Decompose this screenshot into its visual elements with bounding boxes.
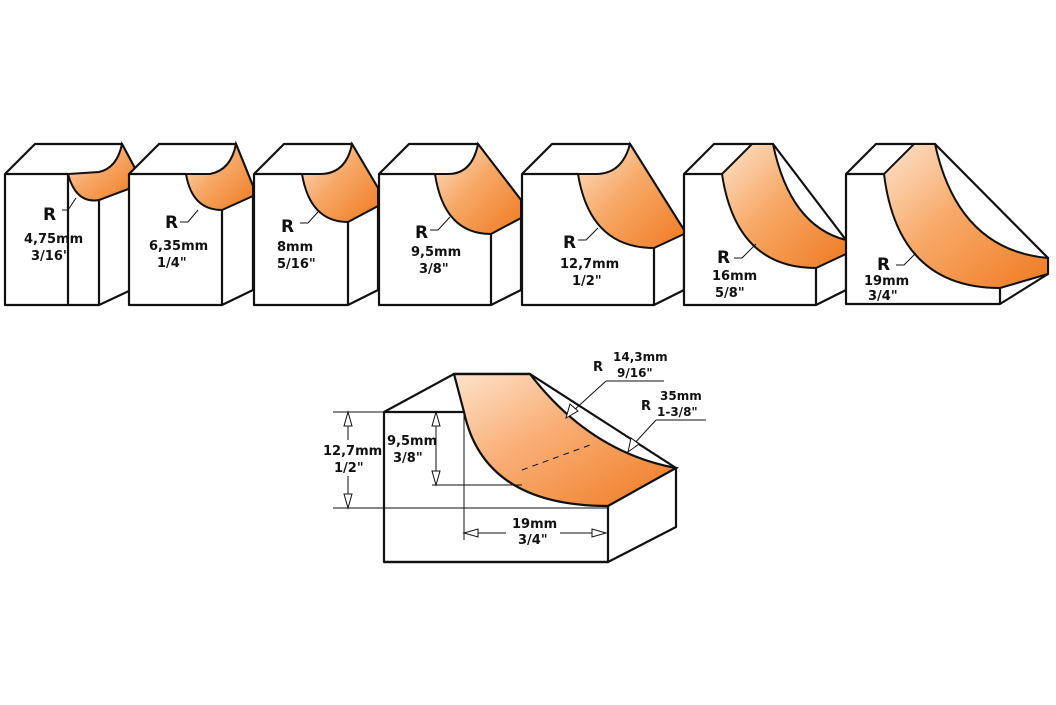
radius-upper-r: R [593, 360, 603, 375]
profile-4-leader [430, 216, 451, 231]
profile-7-mm-label: 19mm [864, 274, 909, 289]
profile-2-inch-label: 1/4" [157, 256, 187, 271]
profile-3-mm-label: 8mm [277, 240, 313, 255]
profile-2-leader [180, 209, 199, 223]
profile-6: R 16mm 5/8" [682, 142, 848, 307]
profile-4-inch-label: 3/8" [419, 262, 449, 277]
radius-upper-leader [571, 380, 664, 413]
dim-width-cut-mm: 19mm [512, 517, 557, 532]
dim-height-cut-arrow-bottom [431, 470, 441, 487]
profile-4-front-edge [379, 172, 493, 305]
radius-upper-mm: 14,3mm [613, 350, 668, 364]
profile-5-inch-label: 1/2" [572, 274, 602, 289]
profile-7: R 19mm 3/4" [844, 142, 1050, 306]
dim-width-cut-arrow-left [462, 528, 479, 538]
dim-height-cut-inch: 3/8" [393, 451, 423, 466]
radius-lower-r: R [641, 399, 651, 414]
dim-height-total-inch: 1/2" [334, 461, 364, 476]
profile-7-r-label: R [877, 255, 890, 275]
detail-cut-surface [452, 372, 680, 508]
profile-5-leader [578, 227, 599, 241]
profile-7-leader [896, 252, 917, 266]
dim-height-total-mm: 12,7mm [323, 444, 382, 459]
profile-3-inch-label: 5/16" [277, 257, 316, 272]
dim-width-cut-arrow-right [591, 528, 608, 538]
dim-height-cut-bg [386, 433, 432, 465]
dim-width-cut-inch: 3/4" [518, 533, 548, 548]
profile-2: R 6,35mm 1/4" [127, 140, 255, 307]
profile-1-mm-label: 4,75mm [24, 232, 83, 247]
dim-height-total-bg [322, 440, 378, 476]
profile-3-leader [300, 211, 319, 224]
radius-upper-inch: 9/16" [617, 366, 653, 380]
dim-height-cut-mm: 9,5mm [387, 434, 437, 449]
profile-4-r-label: R [415, 223, 428, 243]
profile-1-leader [62, 197, 77, 211]
profile-2-front-edge [129, 172, 224, 305]
radius-lower-mm: 35mm [660, 389, 702, 403]
profile-5: R 12,7mm 1/2" [520, 141, 686, 307]
detail-front-edges [384, 410, 610, 564]
profile-4: R 9,5mm 3/8" [377, 141, 523, 307]
profile-7-cut-surface [882, 143, 1049, 290]
profile-5-front-edge [522, 172, 656, 305]
profile-6-inch-label: 5/8" [715, 286, 745, 301]
profile-3-front-edge [254, 172, 350, 305]
dim-height-total-arrow-top [343, 410, 353, 427]
detail-profile: 12,7mm 1/2" 9,5mm 3/8" 19mm 3/4" R 14,3m… [322, 350, 706, 564]
profile-1: R 4,75mm 3/16" [3, 141, 140, 307]
profile-4-mm-label: 9,5mm [411, 245, 461, 260]
dim-width-cut-bg [506, 515, 560, 549]
profile-6-front-edge [684, 172, 818, 305]
profile-1-inch-label: 3/16" [31, 249, 70, 264]
detail-dashed-line [521, 444, 591, 471]
profile-7-front-edge [846, 172, 1002, 304]
radius-lower-inch: 1-3/8" [657, 405, 698, 419]
radius-lower-leader [631, 419, 706, 447]
profile-5-mm-label: 12,7mm [560, 257, 619, 272]
dim-height-total-arrow-bottom [343, 493, 353, 510]
radius-lower-arrow [627, 437, 640, 454]
profile-7-inch-label: 3/4" [868, 289, 898, 304]
radius-upper-arrow [565, 403, 579, 420]
profile-3-r-label: R [281, 217, 294, 237]
profile-2-r-label: R [165, 213, 178, 233]
profile-1-r-label: R [43, 205, 56, 225]
profile-5-r-label: R [563, 233, 576, 253]
profile-6-mm-label: 16mm [712, 269, 757, 284]
profile-6-r-label: R [717, 248, 730, 268]
profile-3: R 8mm 5/16" [252, 141, 380, 307]
profile-2-mm-label: 6,35mm [149, 239, 208, 254]
profile-5-cut-surface [576, 141, 685, 250]
profile-6-leader [734, 243, 757, 259]
dim-height-cut-arrow-top [431, 410, 441, 427]
